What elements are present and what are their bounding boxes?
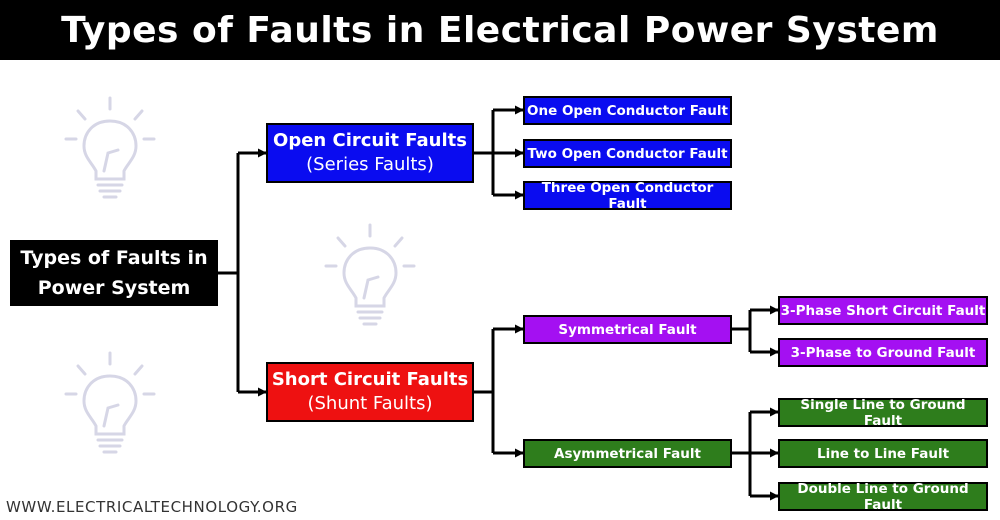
light-bulb-icon [324,223,416,326]
root-node: Types of Faults in Power System [10,240,218,306]
short-circuit-faults-node: Short Circuit Faults (Shunt Faults) [266,362,474,422]
light-bulb-icon [64,96,156,199]
page-title: Types of Faults in Electrical Power Syst… [0,0,1000,60]
short-circuit-label: Short Circuit Faults [271,369,469,390]
root-label-line2: Power System [37,277,191,299]
two-open-conductor-fault-node: Two Open Conductor Fault [523,139,732,168]
three-phase-to-ground-fault-node: 3-Phase to Ground Fault [778,338,988,367]
line-to-line-fault-node: Line to Line Fault [778,439,988,468]
one-open-conductor-fault-node: One Open Conductor Fault [523,96,732,125]
root-label-line1: Types of Faults in [20,247,208,269]
double-line-to-ground-fault-node: Double Line to Ground Fault [778,481,988,513]
footer-url: WWW.ELECTRICALTECHNOLOGY.ORG [6,498,298,516]
symmetrical-fault-node: Symmetrical Fault [523,315,732,344]
light-bulb-icon [64,351,156,454]
open-circuit-faults-node: Open Circuit Faults (Series Faults) [266,123,474,183]
asymmetrical-fault-node: Asymmetrical Fault [523,439,732,468]
open-circuit-sub: (Series Faults) [306,154,434,175]
three-phase-short-circuit-fault-node: 3-Phase Short Circuit Fault [778,296,988,325]
open-circuit-label: Open Circuit Faults [273,130,467,151]
single-line-to-ground-fault-node: Single Line to Ground Fault [778,397,988,429]
three-open-conductor-fault-node: Three Open Conductor Fault [523,180,732,212]
short-circuit-sub: (Shunt Faults) [307,393,433,414]
